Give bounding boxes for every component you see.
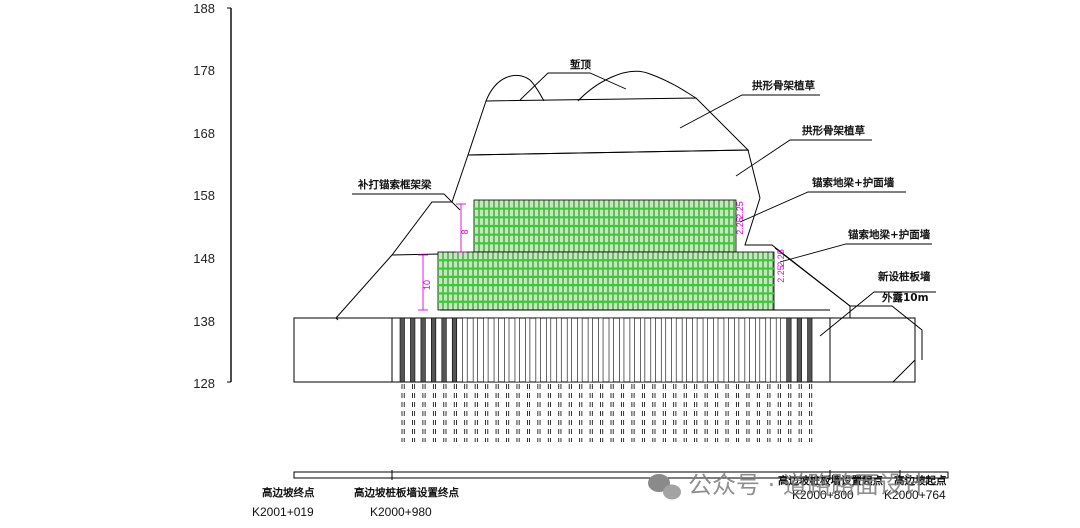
station-bar: [293, 470, 949, 480]
watermark: 公众号 · 道路路面设计: [648, 471, 927, 500]
label-anchor-beam-upper: 锚索地梁+护面墙: [812, 176, 895, 189]
dim-lower-height: 10: [422, 280, 432, 290]
label-anchor-frame: 补打锚索框架梁: [357, 178, 432, 191]
pile: [734, 317, 740, 383]
pile: [692, 317, 698, 383]
pile: [807, 317, 813, 383]
station-wall-end-title: 高边坡桩板墙设置终点: [354, 486, 459, 499]
pile: [566, 317, 573, 383]
anchor-frame-upper-zone: [473, 199, 737, 253]
tick-188: 188: [193, 1, 215, 16]
pile: [462, 317, 468, 383]
pile: [640, 317, 646, 383]
pile: [765, 317, 771, 383]
station-end-title: 高边坡终点: [262, 486, 315, 499]
tick-168: 168: [193, 126, 215, 141]
pile: [660, 317, 667, 383]
pile: [744, 317, 750, 383]
watermark-text: 公众号 · 道路路面设计: [688, 471, 927, 499]
dim-lower-spacing-b: 2.25: [776, 265, 786, 283]
pile: [713, 317, 719, 383]
pile: [545, 317, 552, 383]
pile: [472, 317, 478, 383]
elevation-axis: 188 178 168 158 148 138 128: [193, 1, 232, 391]
tick-148: 148: [193, 251, 215, 266]
label-new-pile-wall: 新设桩板墙: [878, 270, 931, 283]
pile: [796, 317, 802, 383]
station-wall-end-km: K2000+980: [370, 505, 432, 519]
pile: [786, 317, 792, 383]
tick-138: 138: [193, 314, 215, 329]
pile-wall-structure: [293, 309, 916, 442]
anchor-frame-lower-zone: [437, 251, 775, 311]
pile: [681, 317, 687, 383]
pile: [504, 317, 510, 383]
leader-lines: [352, 72, 936, 337]
station-wall-start-km: K2000+800: [792, 488, 854, 502]
station-wall-start-title: 高边坡桩板墙设置起点: [778, 474, 883, 487]
tick-128: 128: [193, 376, 215, 391]
pile: [619, 317, 625, 383]
label-arch-upper: 拱形骨架植草: [752, 79, 815, 92]
pile: [650, 317, 656, 383]
tick-178: 178: [193, 63, 215, 78]
pile: [723, 317, 729, 383]
pile: [525, 317, 531, 383]
pile: [608, 317, 614, 383]
label-exposed: 外露10m: [881, 291, 929, 304]
pile: [431, 317, 437, 383]
pile: [702, 317, 708, 383]
pile: [629, 317, 635, 383]
dim-upper-height: 8: [460, 229, 470, 234]
pile: [514, 317, 520, 383]
dim-upper-spacing-a: 2.25: [735, 201, 745, 219]
pile-wall-piles: [399, 317, 813, 442]
pile: [493, 317, 499, 383]
station-start-title: 高边坡起点: [894, 474, 947, 487]
tick-158: 158: [193, 188, 215, 203]
pile: [483, 317, 489, 383]
label-crown: 堑顶: [570, 58, 591, 71]
pile: [587, 317, 593, 383]
label-arch-lower: 拱形骨架植草: [802, 124, 865, 137]
pile: [754, 317, 761, 383]
pile: [535, 317, 541, 383]
pile: [441, 317, 447, 383]
pile: [410, 317, 416, 383]
pile: [577, 317, 583, 383]
pile: [775, 317, 782, 383]
station-start-km: K2000+764: [884, 488, 946, 502]
pile: [556, 317, 562, 383]
pile: [671, 317, 677, 383]
pile: [451, 317, 458, 383]
pile: [420, 317, 426, 383]
pile: [399, 317, 405, 383]
station-end-km: K2001+019: [252, 505, 314, 519]
dim-lower-spacing-a: 2.25: [776, 249, 786, 267]
dimension-annotations: [418, 203, 466, 311]
dim-upper-spacing-b: 2.25: [735, 217, 745, 235]
pile: [598, 317, 604, 383]
wechat-icon: [648, 474, 681, 500]
label-anchor-beam-lower: 锚索地梁+护面墙: [848, 228, 931, 241]
